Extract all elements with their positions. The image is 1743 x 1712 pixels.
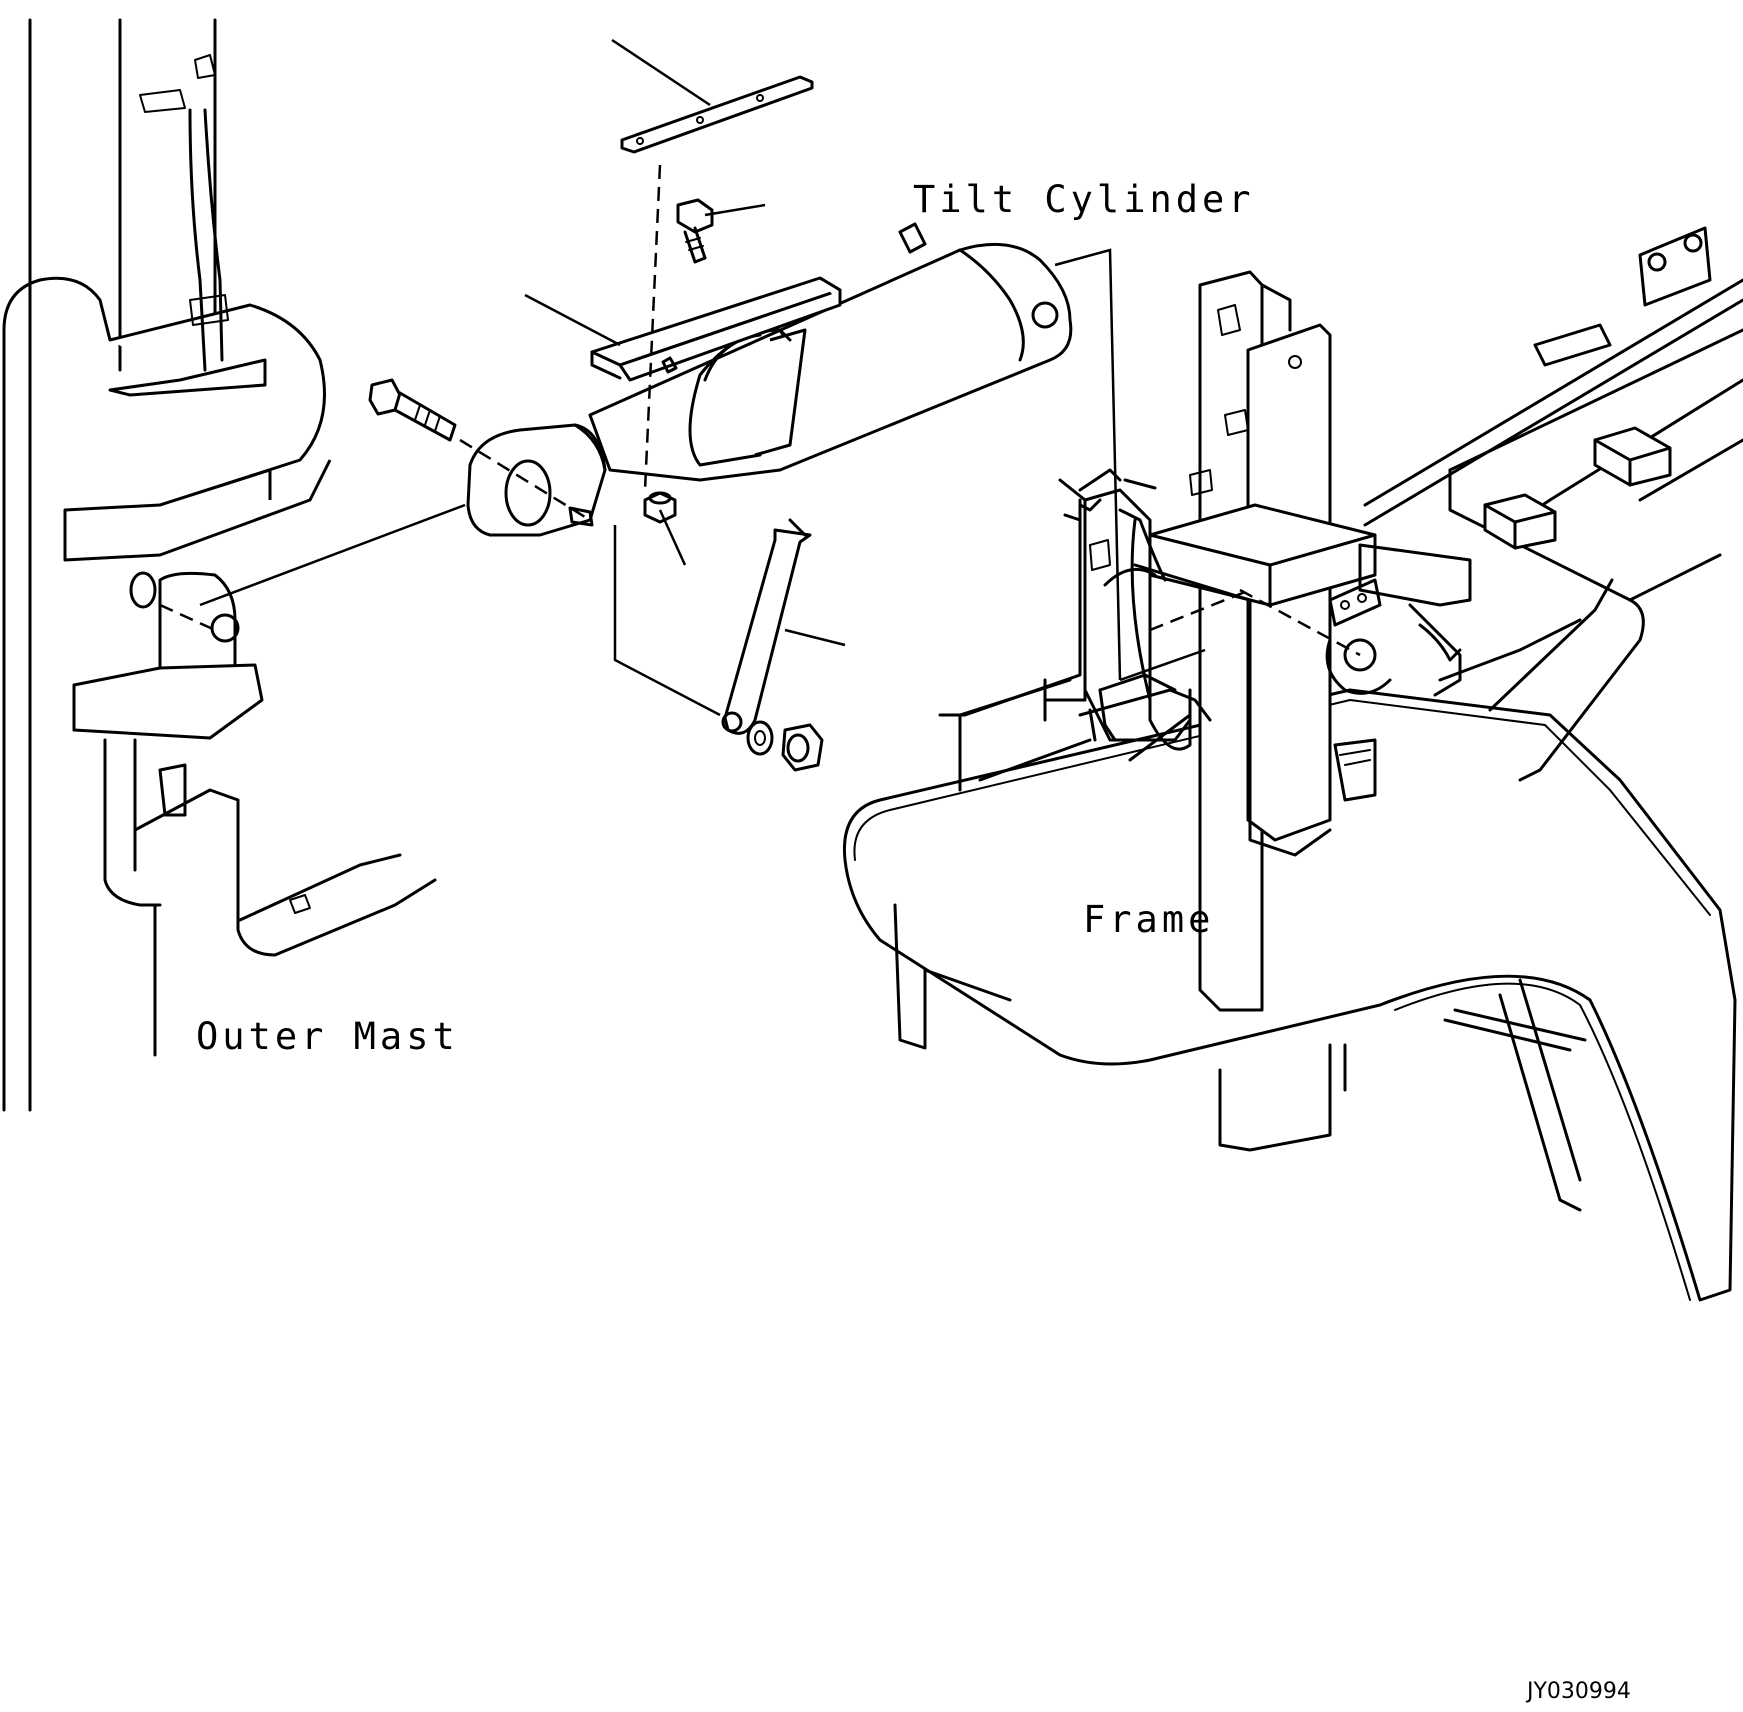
angle-bracket-part — [590, 276, 842, 382]
leader-lines — [199, 38, 1206, 717]
drawing-code: JY030994 — [1527, 1679, 1631, 1704]
rod-end-pin-bolt — [368, 378, 457, 442]
nut-part — [643, 491, 677, 524]
tilt-cylinder-part — [466, 222, 1073, 537]
lock-nut-part — [781, 723, 824, 772]
center-lines — [159, 164, 1361, 657]
outer-mast-label: Outer Mast — [196, 1015, 459, 1058]
frame-label: Frame — [1083, 898, 1215, 941]
top-plate-part — [620, 75, 814, 154]
top-bolt-part — [676, 198, 714, 264]
outer-mast-part — [2, 18, 437, 1112]
strap-rod-part — [721, 518, 812, 735]
frame-part — [842, 226, 1743, 1302]
washer-part — [746, 720, 774, 756]
tilt-cylinder-label: Tilt Cylinder — [913, 178, 1255, 221]
